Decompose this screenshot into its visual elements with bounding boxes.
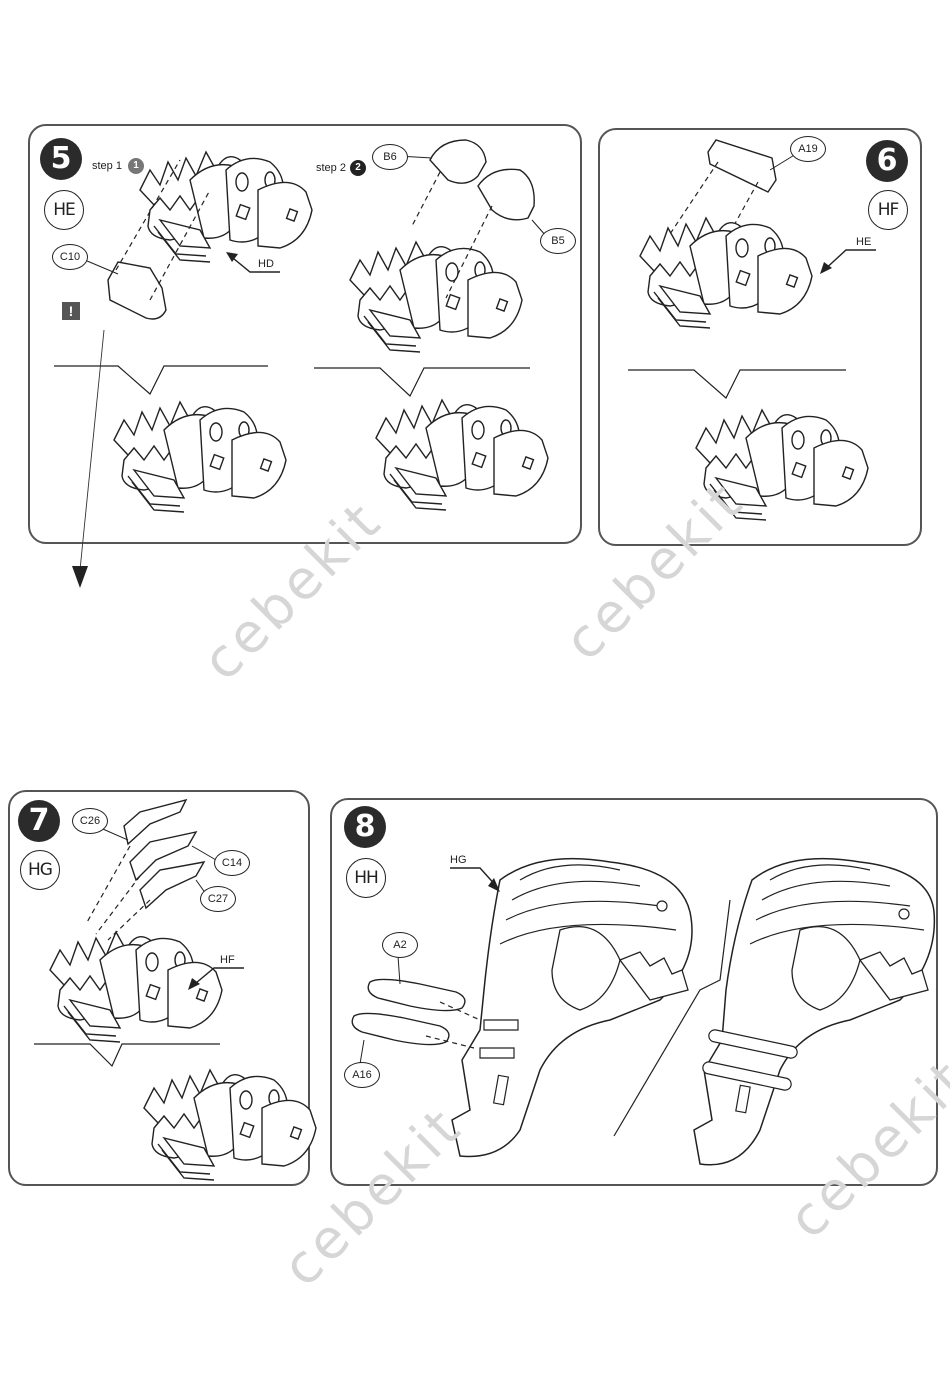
step-5-badge: 5 xyxy=(40,138,82,180)
part-c10-tag: C10 xyxy=(52,244,88,270)
part-b6-tag: B6 xyxy=(372,144,408,170)
part-a19-tag: A19 xyxy=(790,136,826,162)
hd-arrow-label: HD xyxy=(258,258,274,270)
part-b5-tag: B5 xyxy=(540,228,576,254)
part-c26-tag: C26 xyxy=(72,808,108,834)
part-c27-tag: C27 xyxy=(200,886,236,912)
step-1-number: 1 xyxy=(128,158,144,174)
part-a16-tag: A16 xyxy=(344,1062,380,1088)
module-he-label: HE xyxy=(44,190,84,230)
step-2-number: 2 xyxy=(350,160,366,176)
warning-icon: ! xyxy=(62,302,80,320)
module-hg-label: HG xyxy=(20,850,60,890)
hg-arrow-label: HG xyxy=(450,854,467,866)
module-hh-label: HH xyxy=(346,858,386,898)
step-1-text: step 1 xyxy=(92,160,122,172)
he-arrow-label: HE xyxy=(856,236,871,248)
step-8-badge: 8 xyxy=(344,806,386,848)
module-hf-label: HF xyxy=(868,190,908,230)
step-7-badge: 7 xyxy=(18,800,60,842)
step-2-text: step 2 xyxy=(316,162,346,174)
part-c14-tag: C14 xyxy=(214,850,250,876)
step-6-badge: 6 xyxy=(866,140,908,182)
part-a2-tag: A2 xyxy=(382,932,418,958)
hf-arrow-label: HF xyxy=(220,954,235,966)
